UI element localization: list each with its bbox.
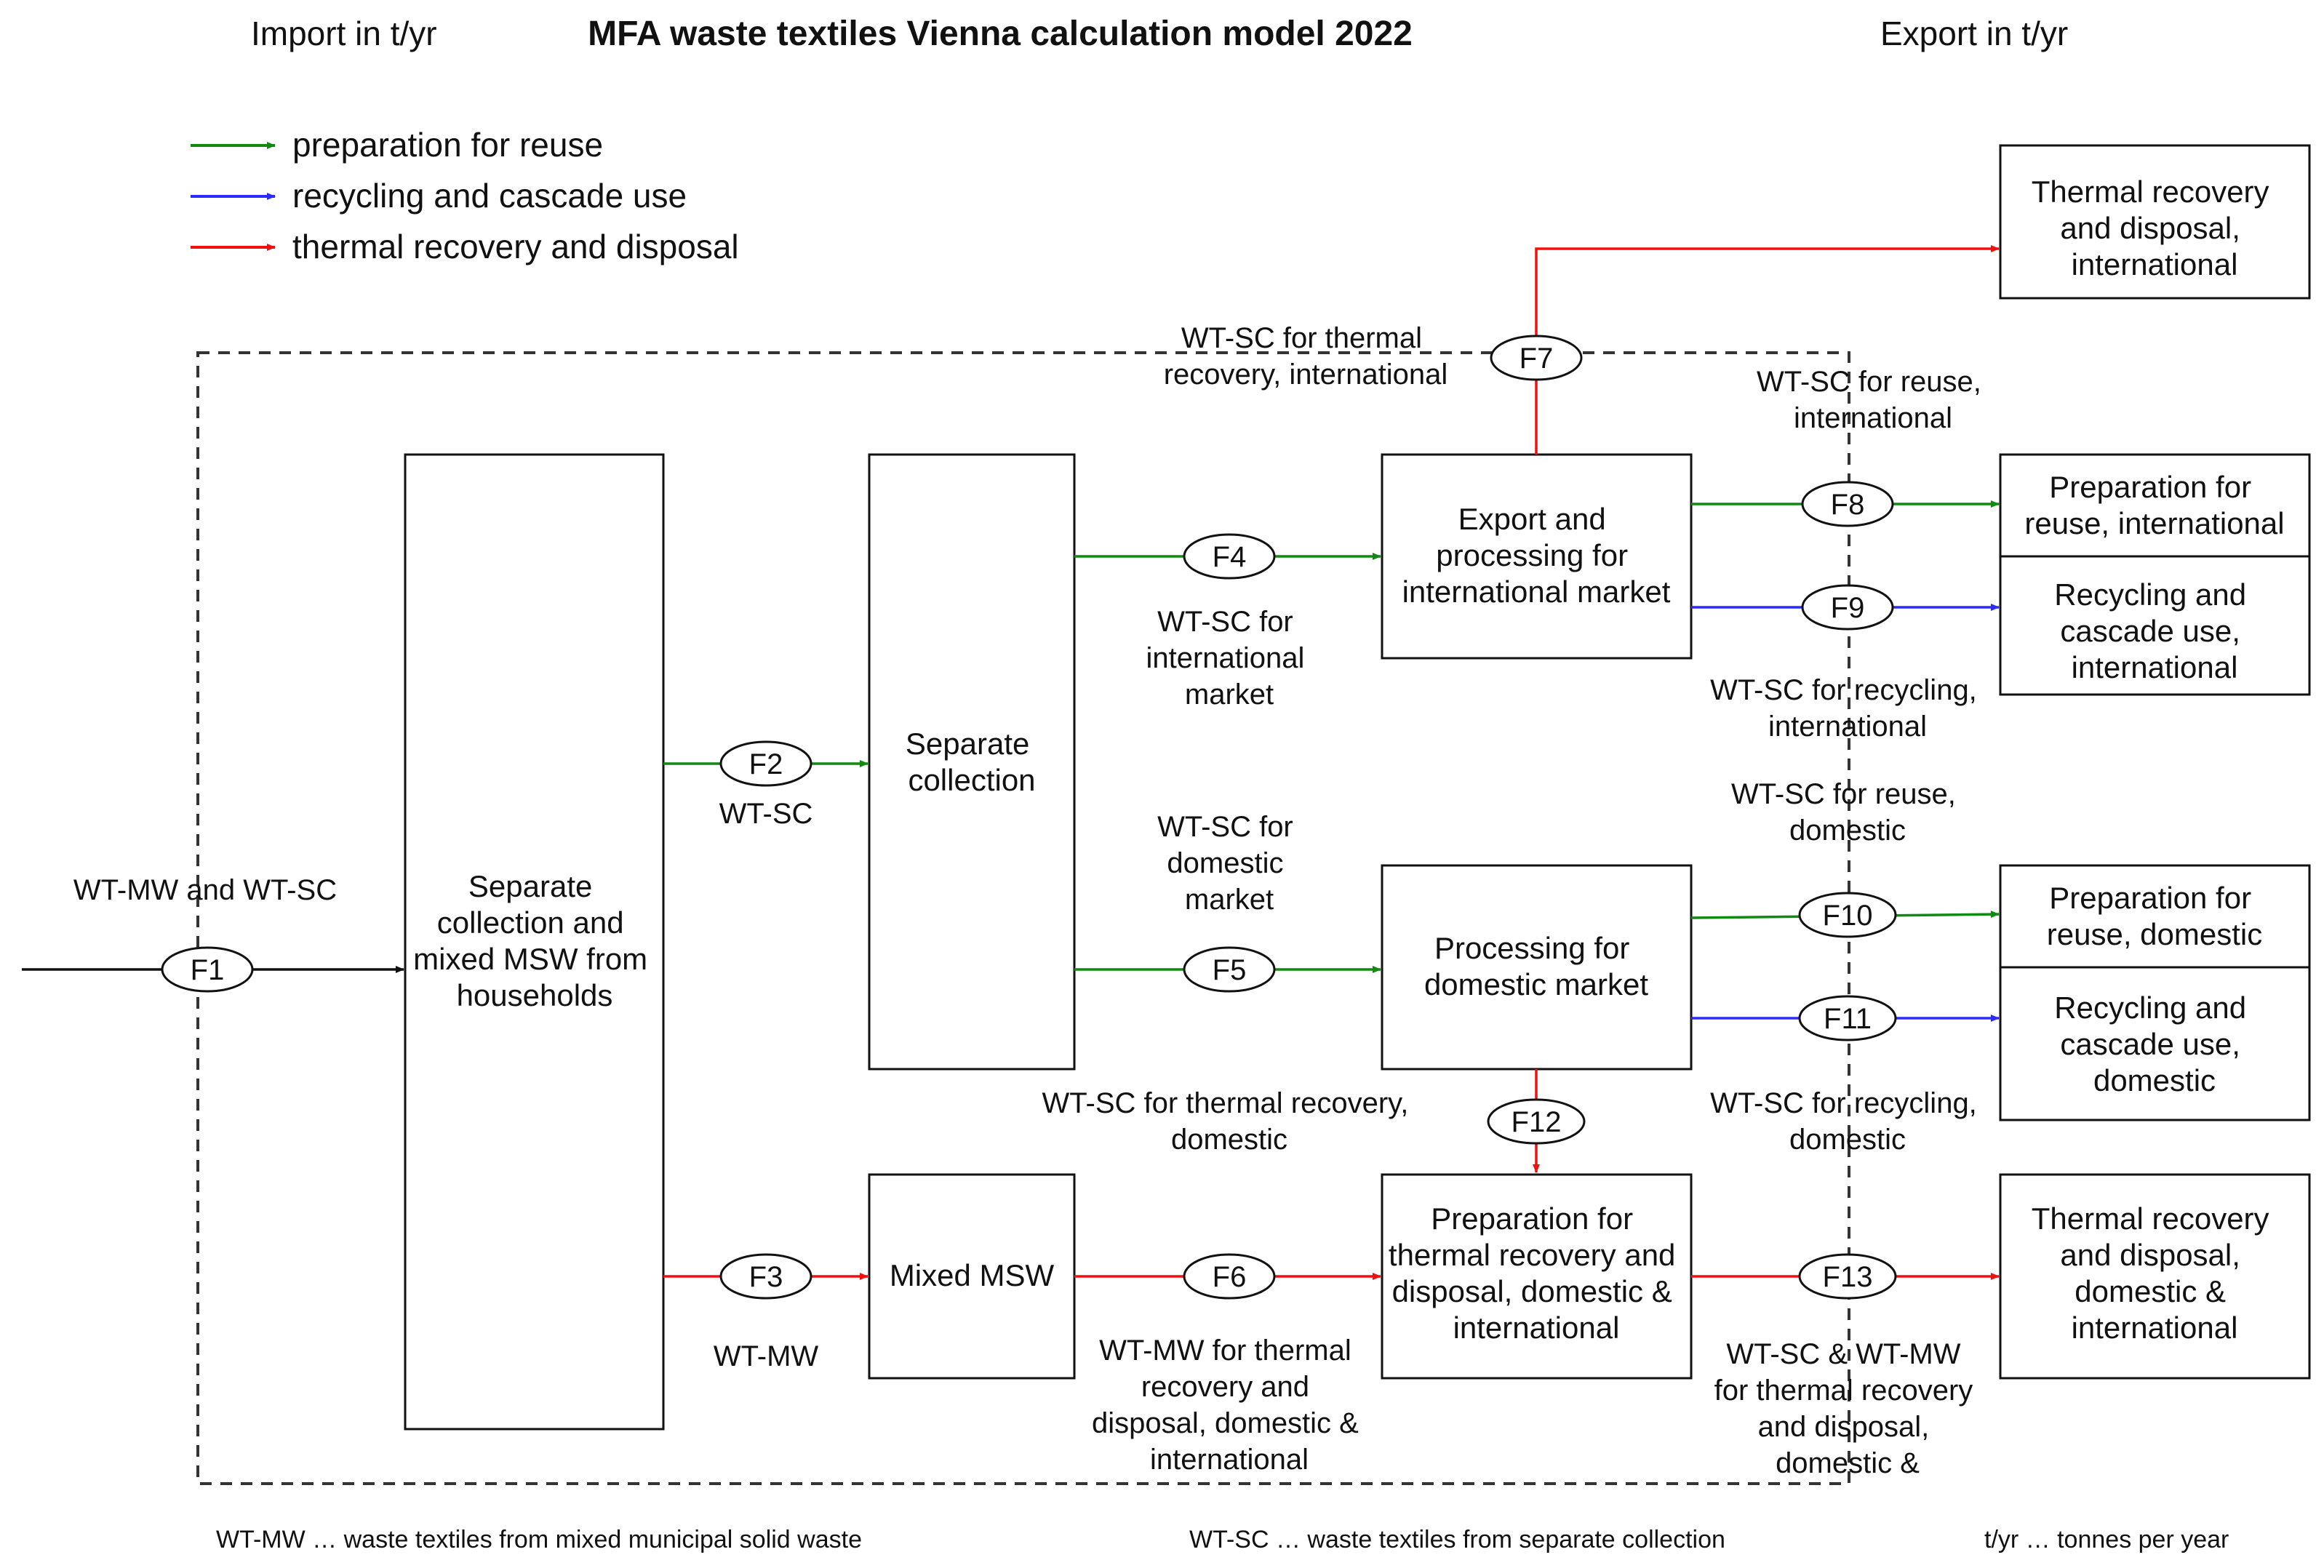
flow-node-f10: F10 [1798, 892, 1897, 938]
flow-label-f7: WT-SC for thermal recovery, internationa… [1164, 322, 1448, 391]
flow-node-f11: F11 [1798, 995, 1897, 1041]
flow-node-f7: F7 [1490, 335, 1583, 381]
flow-node-f2: F2 [719, 740, 812, 787]
box-thermal-domestic-international [1999, 1173, 2311, 1380]
export-label: Export in t/yr [1880, 15, 2068, 52]
box-recycling-domestic [1999, 966, 2311, 1121]
box-separate-collection-text: Separate collection [906, 727, 1038, 797]
svg-text:F8: F8 [1831, 489, 1865, 521]
flow-label-f3: WT-MW [714, 1340, 819, 1372]
flow-label-f12: WT-SC for thermal recovery, domestic [1042, 1087, 1417, 1156]
flow-node-f13: F13 [1798, 1253, 1897, 1300]
flow-label-f9: WT-SC for recycling, international [1710, 674, 1985, 743]
flow-node-f1: F1 [161, 946, 254, 993]
legend-label-recycling: recycling and cascade use [292, 177, 687, 215]
footer-wt-mw: WT-MW … waste textiles from mixed munici… [216, 1526, 862, 1553]
flow-label-f4: WT-SC for international market [1146, 606, 1312, 711]
flow-label-f13: WT-SC & WT-MW for thermal recovery and d… [1714, 1338, 1981, 1479]
box-households [404, 453, 665, 1431]
diagram-title: MFA waste textiles Vienna calculation mo… [588, 15, 1413, 53]
flow-label-f1: WT-MW and WT-SC [73, 874, 337, 906]
flow-node-f5: F5 [1183, 946, 1276, 993]
box-reuse-domestic-text: Preparation for reuse, domestic [2047, 881, 2262, 951]
svg-text:F10: F10 [1823, 900, 1873, 932]
flow-node-f9: F9 [1801, 584, 1894, 631]
svg-text:F12: F12 [1512, 1106, 1562, 1138]
system-boundary [196, 351, 1850, 1485]
legend-label-thermal: thermal recovery and disposal [292, 228, 739, 265]
svg-text:F2: F2 [749, 748, 783, 780]
box-recycling-domestic-text: Recycling and cascade use, domestic [2054, 991, 2254, 1097]
legend-label-reuse: preparation for reuse [292, 126, 603, 164]
box-reuse-international-text: Preparation for reuse, international [2024, 470, 2284, 540]
flow-node-f3: F3 [719, 1253, 812, 1300]
flow-node-f4: F4 [1183, 533, 1276, 580]
box-mixed-msw-text: Mixed MSW [890, 1258, 1055, 1292]
legend: preparation for reuse recycling and casc… [191, 126, 739, 265]
svg-text:F11: F11 [1824, 1003, 1872, 1035]
flow-node-f6: F6 [1183, 1253, 1276, 1300]
box-domestic-processing [1381, 864, 1693, 1071]
footer-wt-sc: WT-SC … waste textiles from separate col… [1189, 1526, 1725, 1553]
svg-text:F7: F7 [1520, 343, 1554, 375]
flow-node-f12: F12 [1487, 1098, 1586, 1145]
import-label: Import in t/yr [251, 15, 437, 52]
svg-text:F13: F13 [1823, 1261, 1873, 1293]
box-thermal-international [1999, 144, 2311, 300]
box-recycling-international-text: Recycling and cascade use, international [2054, 577, 2254, 684]
box-recycling-international [1999, 555, 2311, 696]
flow-label-f10: WT-SC for reuse, domestic [1731, 778, 1964, 847]
box-mixed-msw [868, 1173, 1076, 1380]
flow-label-f5: WT-SC for domestic market [1157, 811, 1301, 916]
box-households-text: Separate collection and mixed MSW from h… [413, 869, 656, 1012]
svg-text:F4: F4 [1213, 541, 1247, 573]
footer-tyr: t/yr … tonnes per year [1984, 1526, 2229, 1553]
svg-text:F9: F9 [1831, 592, 1865, 624]
flow-arrow-f7 [1535, 245, 2000, 455]
flow-label-f6: WT-MW for thermal recovery and disposal,… [1092, 1335, 1367, 1476]
box-reuse-international [1999, 453, 2311, 558]
flow-node-f8: F8 [1801, 481, 1894, 527]
flow-label-f11: WT-SC for recycling, domestic [1710, 1087, 1985, 1156]
flow-label-f2: WT-SC [719, 798, 813, 830]
box-thermal-prep-text: Preparation for thermal recovery and dis… [1389, 1201, 1684, 1345]
svg-text:F6: F6 [1213, 1261, 1247, 1293]
svg-text:F3: F3 [749, 1261, 783, 1293]
box-domestic-processing-text: Processing for domestic market [1424, 931, 1648, 1001]
svg-text:F5: F5 [1213, 954, 1247, 986]
box-separate-collection [868, 453, 1076, 1071]
box-export-processing-text: Export and processing for international … [1402, 502, 1671, 609]
box-thermal-prep [1381, 1173, 1693, 1380]
box-export-processing [1381, 453, 1693, 660]
box-thermal-domestic-international-text: Thermal recovery and disposal, domestic … [2032, 1201, 2277, 1345]
box-thermal-international-text: Thermal recovery and disposal, internati… [2032, 175, 2277, 281]
flow-label-f8: WT-SC for reuse, international [1757, 366, 1989, 434]
svg-text:F1: F1 [191, 954, 225, 986]
